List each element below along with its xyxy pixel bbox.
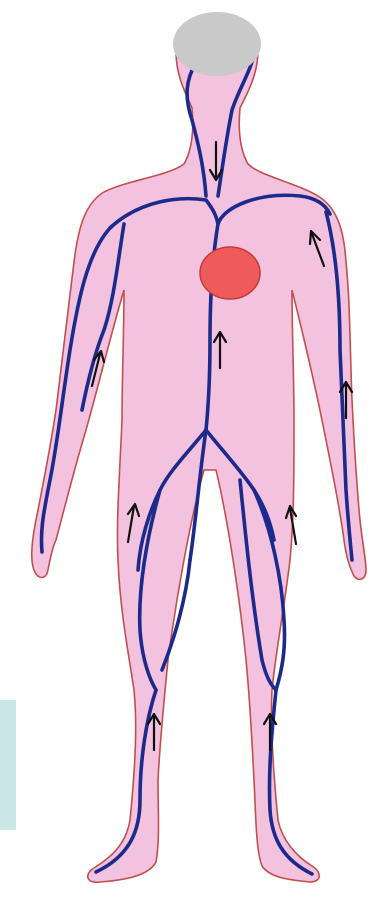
left-edge-tint xyxy=(0,700,16,830)
heart xyxy=(200,247,260,299)
head-cover xyxy=(173,12,261,76)
